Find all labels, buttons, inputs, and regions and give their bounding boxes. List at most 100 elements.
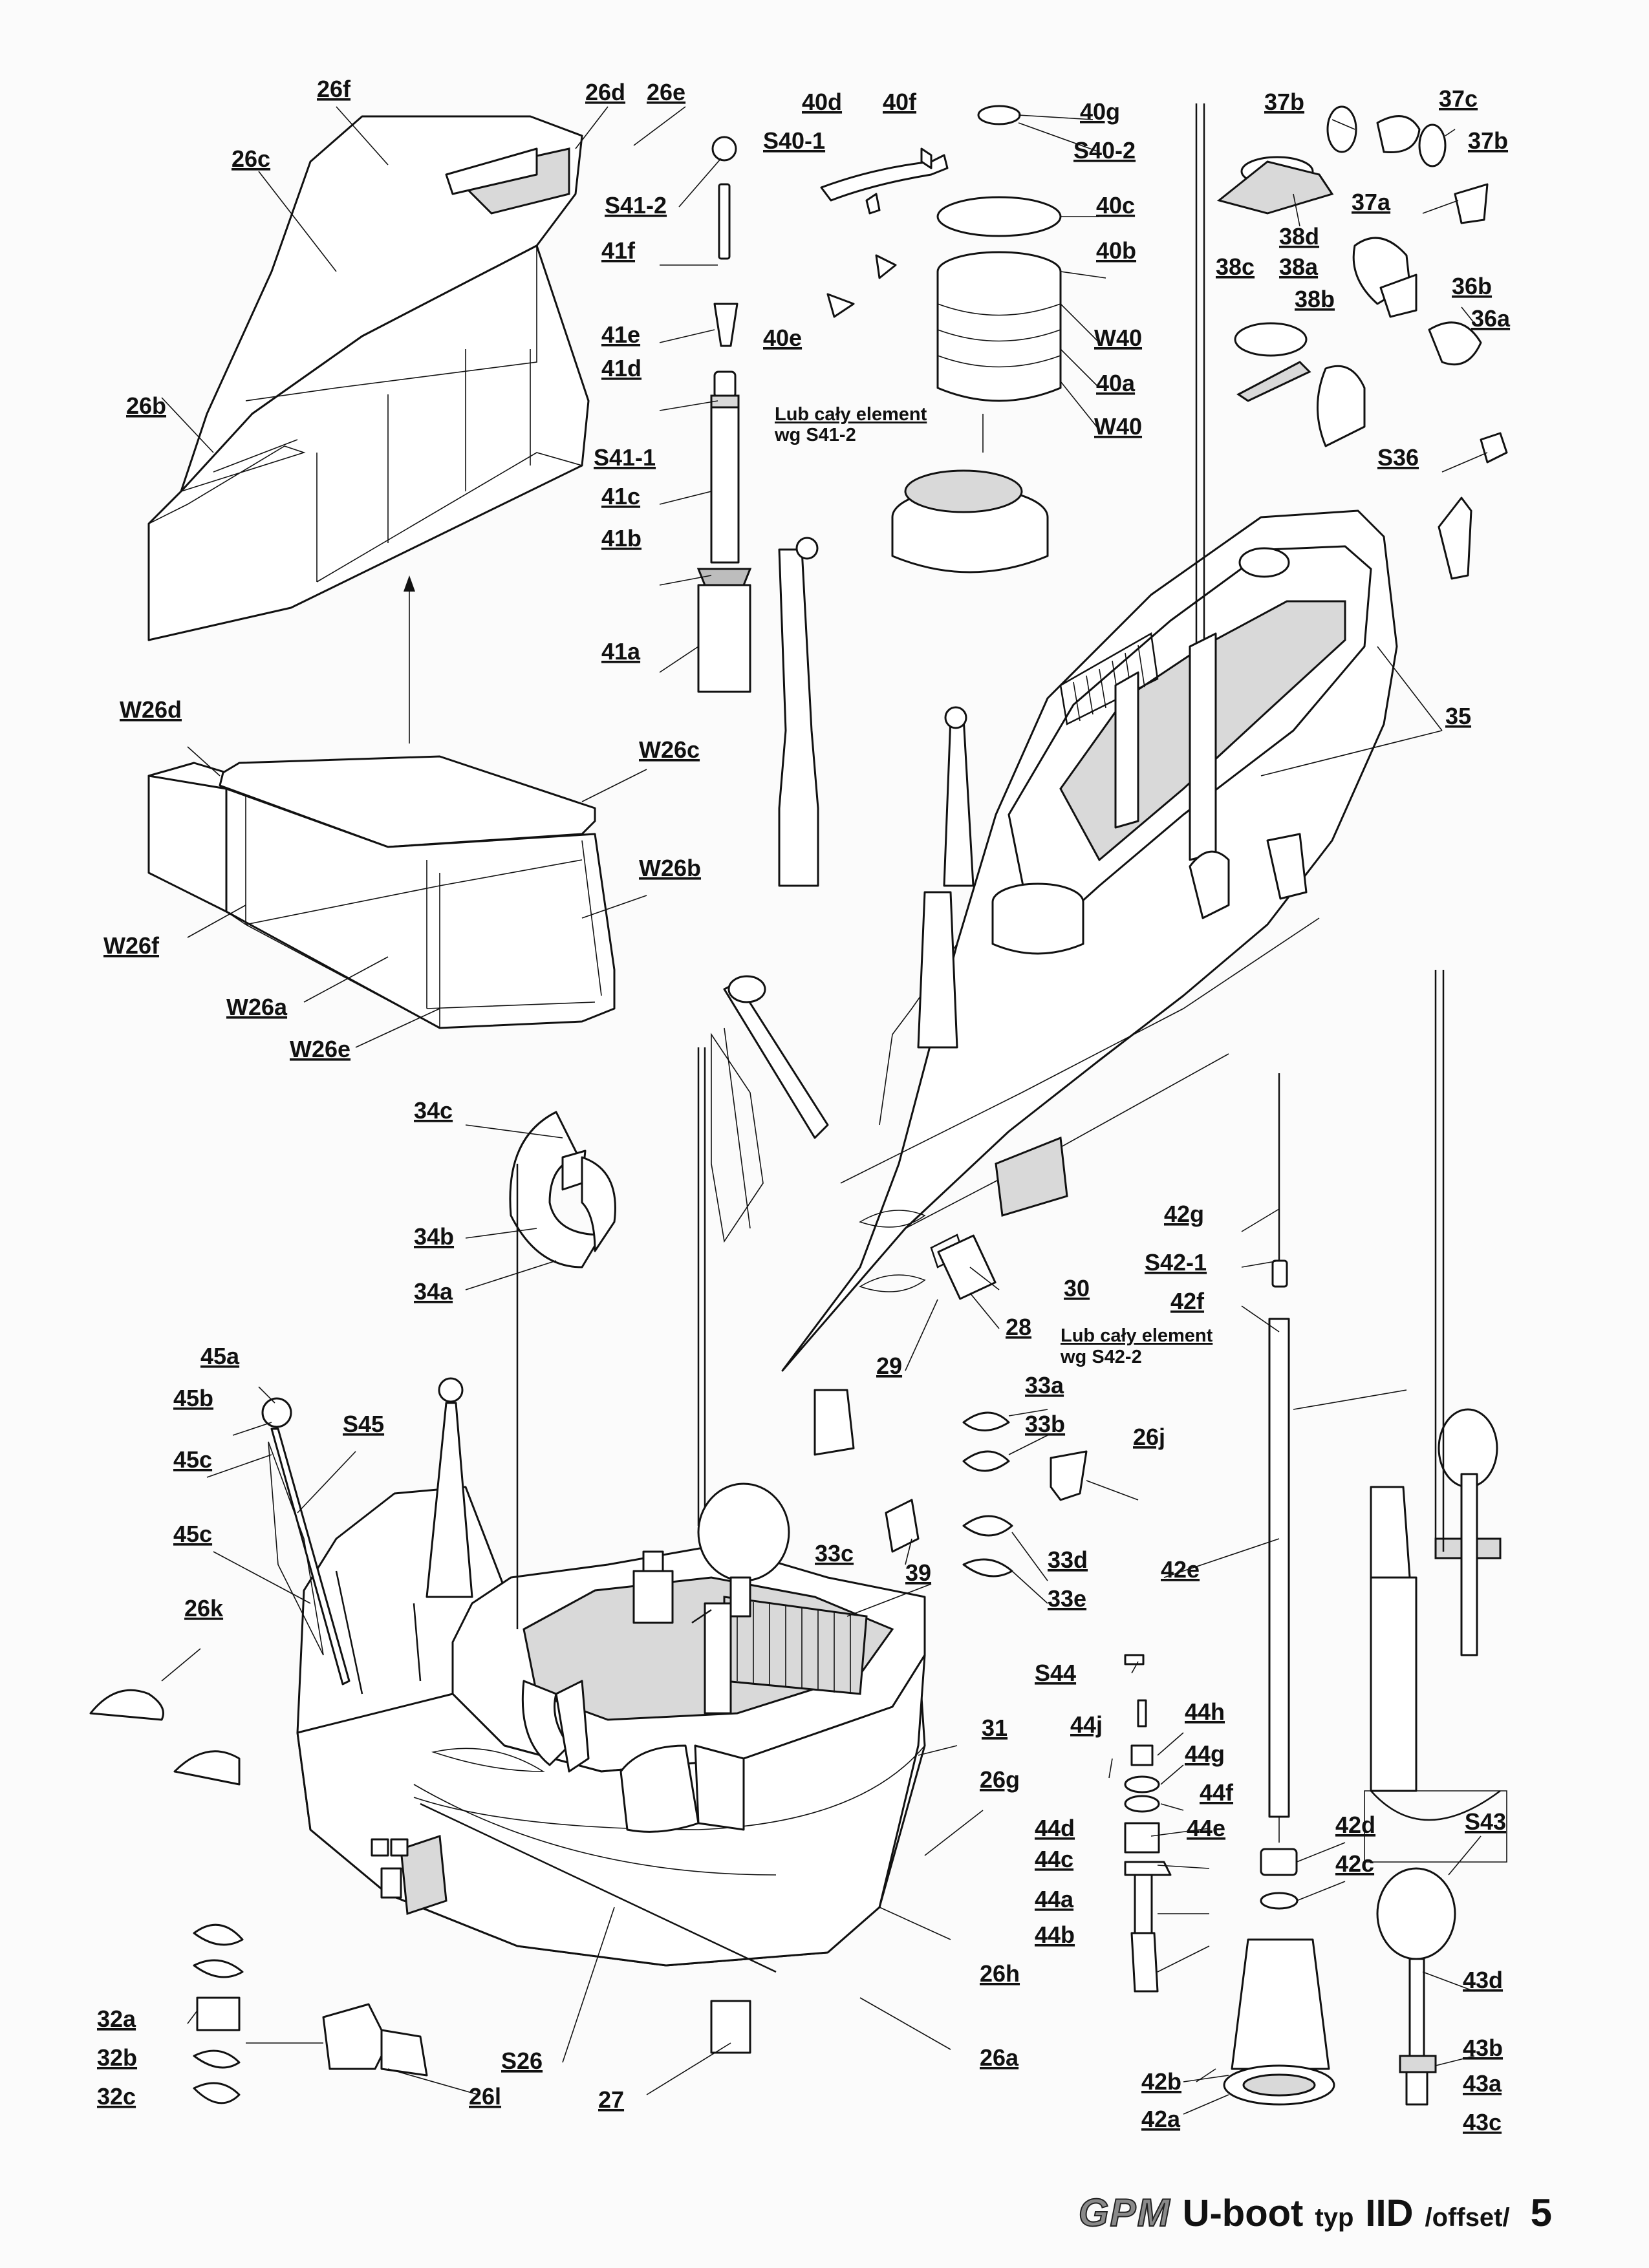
- label-41b: 41b: [601, 525, 641, 551]
- label-26j: 26j: [1133, 1424, 1165, 1450]
- label-40e: 40e: [763, 325, 802, 351]
- label-S45: S45: [343, 1411, 384, 1437]
- label-W26c: W26c: [639, 736, 700, 763]
- flag-staff: [711, 1032, 764, 1243]
- label-33c: 33c: [815, 1540, 854, 1567]
- label-44a: 44a: [1035, 1886, 1074, 1912]
- periscope-41-parts: [696, 136, 752, 693]
- label-42d: 42d: [1335, 1812, 1375, 1838]
- label-38c: 38c: [1216, 253, 1255, 280]
- alt-mast-41-assembled: [778, 548, 819, 887]
- label-31: 31: [982, 1715, 1008, 1741]
- base-42: [1223, 1848, 1335, 2106]
- label-S43: S43: [1465, 1808, 1506, 1835]
- hatch-40-parts: [820, 105, 1062, 402]
- label-44c: 44c: [1035, 1846, 1073, 1872]
- label-26e: 26e: [647, 79, 685, 105]
- conning-tower-upper-view: [781, 103, 1398, 1372]
- label-45c-upper: 45c: [173, 1446, 212, 1473]
- label-42e: 42e: [1161, 1556, 1200, 1583]
- assembly-arrow-42: [1293, 1389, 1407, 1410]
- label-44e: 44e: [1187, 1815, 1225, 1841]
- tower-frame-w26: [147, 755, 616, 1029]
- label-44j: 44j: [1070, 1711, 1103, 1738]
- label-33d: 33d: [1048, 1546, 1088, 1573]
- label-W40-lower: W40: [1094, 413, 1142, 440]
- label-29: 29: [876, 1353, 902, 1379]
- label-42g: 42g: [1164, 1201, 1204, 1227]
- label-27: 27: [598, 2086, 624, 2113]
- label-S42-1: S42-1: [1145, 1249, 1207, 1276]
- label-33e: 33e: [1048, 1585, 1086, 1612]
- rod-34-tube: [723, 975, 829, 1229]
- label-26h: 26h: [980, 1960, 1020, 1987]
- label-45a: 45a: [200, 1343, 240, 1369]
- label-38d: 38d: [1279, 223, 1319, 250]
- mast-42-parts: [1268, 1073, 1290, 1843]
- note-alt-element-41: Lub cały element: [775, 404, 927, 425]
- small-parts-lower-left: [89, 1689, 428, 2104]
- label-41f: 41f: [601, 237, 636, 264]
- leader-lines: [161, 106, 1488, 2115]
- note-alt-element-42-ref: wg S42-2: [1060, 1347, 1142, 1367]
- label-41e: 41e: [601, 321, 640, 348]
- label-39: 39: [905, 1559, 931, 1586]
- label-36b: 36b: [1452, 273, 1492, 299]
- label-44g: 44g: [1185, 1740, 1225, 1767]
- page-footer: GPM U-boot typ IID /offset/ 5: [1078, 2190, 1552, 2242]
- alt-mast-41-ball: [795, 537, 819, 560]
- label-41a: 41a: [601, 638, 641, 665]
- label-40d: 40d: [802, 89, 842, 115]
- label-34c: 34c: [414, 1097, 453, 1124]
- label-41d: 41d: [601, 355, 641, 381]
- model-name: U-boot: [1182, 2192, 1304, 2234]
- note-alt-element-41-ref: wg S41-2: [774, 425, 856, 445]
- label-34a: 34a: [414, 1278, 453, 1305]
- label-W26f: W26f: [103, 932, 160, 959]
- label-S44: S44: [1035, 1660, 1076, 1686]
- ring-34: [509, 1111, 616, 1268]
- publisher-logo: GPM: [1078, 2190, 1171, 2235]
- label-38a: 38a: [1279, 253, 1319, 280]
- label-40c: 40c: [1096, 192, 1135, 219]
- label-26g: 26g: [980, 1766, 1020, 1793]
- small-parts-33: [814, 1389, 1088, 1578]
- edition: /offset/: [1425, 2203, 1510, 2232]
- label-45c-lower: 45c: [173, 1521, 212, 1547]
- label-34b: 34b: [414, 1223, 454, 1250]
- label-40b: 40b: [1096, 237, 1136, 264]
- label-38b: 38b: [1295, 286, 1335, 312]
- label-40f: 40f: [883, 89, 917, 115]
- label-W26e: W26e: [290, 1036, 350, 1062]
- label-26a: 26a: [980, 2044, 1019, 2071]
- model-typ: typ: [1315, 2203, 1354, 2232]
- antenna-left-tall: [697, 1047, 706, 1526]
- label-35: 35: [1445, 703, 1471, 729]
- label-W26d: W26d: [120, 696, 182, 723]
- label-45b: 45b: [173, 1385, 213, 1411]
- label-43b: 43b: [1463, 2035, 1503, 2061]
- assembly-arrow-26: [404, 575, 415, 744]
- label-26b: 26b: [126, 392, 166, 419]
- label-S40-1: S40-1: [763, 127, 825, 154]
- part-labels: 26f 26d 26e 26c 26b S41-2 41f 41e 41d S4…: [97, 76, 1511, 2135]
- label-44d: 44d: [1035, 1815, 1075, 1841]
- staff-45: [261, 1397, 350, 1685]
- label-26f: 26f: [317, 76, 351, 102]
- label-40g: 40g: [1080, 98, 1120, 125]
- label-37c: 37c: [1439, 85, 1478, 112]
- label-37b-left: 37b: [1264, 89, 1304, 115]
- label-26l: 26l: [469, 2083, 501, 2110]
- label-W40-upper: W40: [1094, 325, 1142, 351]
- label-37b-right: 37b: [1468, 127, 1508, 154]
- label-33b: 33b: [1025, 1411, 1065, 1437]
- label-28: 28: [1006, 1314, 1031, 1340]
- vent-parts-36-38: [1216, 105, 1508, 580]
- label-26d: 26d: [585, 79, 625, 105]
- page-number: 5: [1530, 2191, 1552, 2234]
- label-W26a: W26a: [226, 994, 288, 1020]
- label-26k: 26k: [184, 1595, 224, 1621]
- label-S36: S36: [1377, 444, 1419, 471]
- label-43d: 43d: [1463, 1967, 1503, 1993]
- hatch-40-assembled: [891, 414, 1049, 573]
